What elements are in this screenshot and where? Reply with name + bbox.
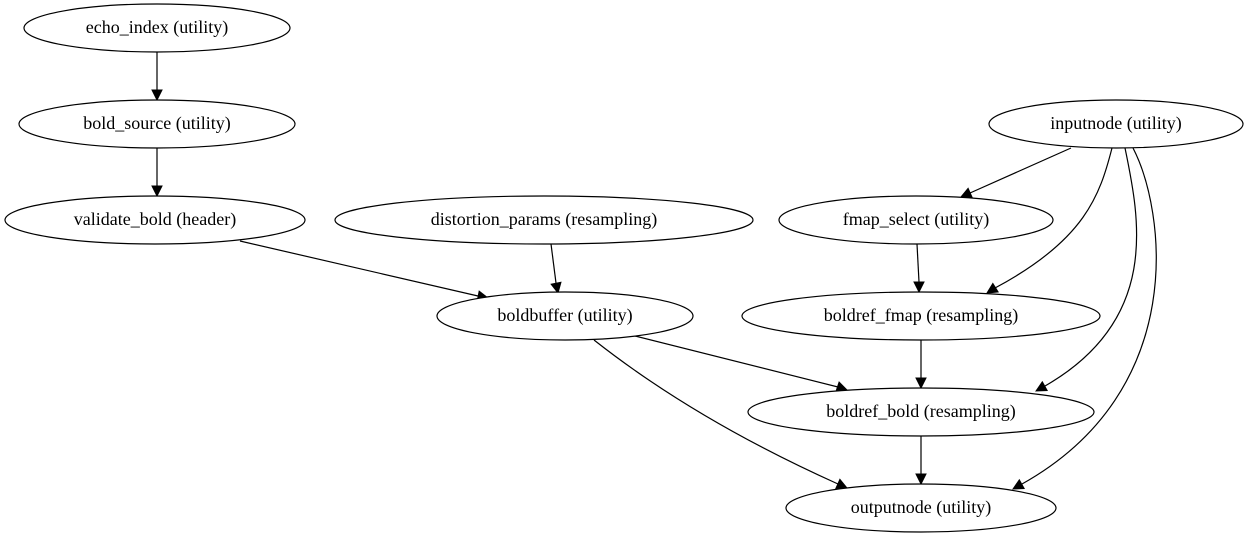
node-echo_index: echo_index (utility) bbox=[23, 3, 291, 53]
graph-nodes: echo_index (utility) bold_source (utility… bbox=[4, 3, 1244, 533]
node-label: distortion_params (resampling) bbox=[431, 209, 657, 230]
node-label: boldref_bold (resampling) bbox=[826, 401, 1015, 422]
node-boldbuffer: boldbuffer (utility) bbox=[436, 291, 694, 341]
node-ellipse bbox=[785, 483, 1057, 533]
edge-distortion_params-to-boldbuffer bbox=[550, 243, 562, 295]
edge-line bbox=[239, 240, 479, 297]
node-outputnode: outputnode (utility) bbox=[785, 483, 1057, 533]
edge-boldbuffer-to-boldref_bold bbox=[634, 335, 849, 393]
edge-line bbox=[969, 147, 1072, 194]
graph-edges bbox=[151, 52, 1157, 490]
node-boldref_fmap: boldref_fmap (resampling) bbox=[741, 291, 1101, 341]
node-ellipse bbox=[988, 99, 1244, 149]
edge-inputnode-to-boldref_bold bbox=[1035, 147, 1138, 392]
arrowhead-icon bbox=[915, 377, 927, 390]
edge-inputnode-to-fmap_select bbox=[959, 147, 1072, 199]
edge-fmap_select-to-boldref_fmap bbox=[913, 243, 925, 294]
arrowhead-icon bbox=[1012, 478, 1025, 490]
node-label: outputnode (utility) bbox=[851, 497, 991, 518]
arrowhead-icon bbox=[959, 187, 973, 199]
edge-boldref_fmap-to-boldref_bold bbox=[915, 340, 927, 390]
edge-echo_index-to-bold_source bbox=[151, 52, 163, 102]
edge-inputnode-to-boldref_fmap bbox=[986, 147, 1113, 294]
node-ellipse bbox=[334, 195, 754, 245]
node-bold_source: bold_source (utility) bbox=[18, 99, 296, 149]
arrowhead-icon bbox=[835, 478, 849, 490]
node-ellipse bbox=[778, 195, 1054, 245]
node-ellipse bbox=[741, 291, 1101, 341]
node-validate_bold: validate_bold (header) bbox=[4, 195, 306, 245]
node-label: fmap_select (utility) bbox=[843, 209, 989, 230]
node-distortion_params: distortion_params (resampling) bbox=[334, 195, 754, 245]
node-inputnode: inputnode (utility) bbox=[988, 99, 1244, 149]
arrowhead-icon bbox=[550, 281, 562, 295]
node-label: echo_index (utility) bbox=[86, 17, 228, 38]
arrowhead-icon bbox=[151, 185, 163, 198]
node-ellipse bbox=[4, 195, 306, 245]
node-label: bold_source (utility) bbox=[83, 113, 230, 134]
edge-line bbox=[634, 335, 839, 388]
node-label: boldbuffer (utility) bbox=[497, 305, 632, 326]
edge-inputnode-to-outputnode bbox=[1012, 147, 1157, 490]
node-ellipse bbox=[436, 291, 694, 341]
edge-line bbox=[994, 147, 1113, 289]
node-ellipse bbox=[18, 99, 296, 149]
arrowhead-icon bbox=[151, 89, 163, 102]
node-ellipse bbox=[23, 3, 291, 53]
node-label: validate_bold (header) bbox=[74, 209, 236, 230]
edge-line bbox=[593, 339, 839, 485]
edge-boldref_bold-to-outputnode bbox=[915, 436, 927, 486]
node-fmap_select: fmap_select (utility) bbox=[778, 195, 1054, 245]
node-ellipse bbox=[747, 387, 1095, 437]
node-label: boldref_fmap (resampling) bbox=[824, 305, 1018, 326]
edge-bold_source-to-validate_bold bbox=[151, 148, 163, 198]
edge-line bbox=[550, 243, 557, 284]
arrowhead-icon bbox=[1035, 380, 1048, 392]
edge-validate_bold-to-boldbuffer bbox=[239, 240, 490, 302]
edge-line bbox=[916, 243, 920, 283]
node-boldref_bold: boldref_bold (resampling) bbox=[747, 387, 1095, 437]
edge-line bbox=[1021, 147, 1157, 485]
edge-line bbox=[1044, 147, 1138, 387]
arrowhead-icon bbox=[915, 473, 927, 486]
arrowhead-icon bbox=[986, 282, 999, 294]
arrowhead-icon bbox=[913, 281, 925, 294]
node-label: inputnode (utility) bbox=[1050, 113, 1181, 134]
